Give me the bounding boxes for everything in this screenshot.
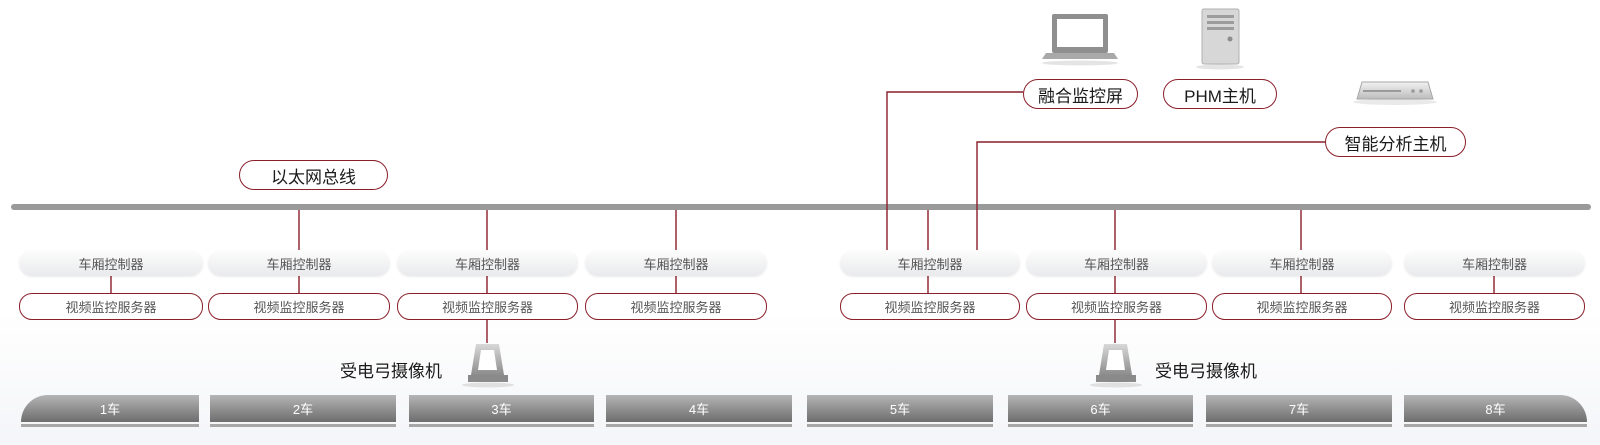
train-car: 5车 <box>807 395 993 427</box>
video-monitoring-server: 视频监控服务器 <box>19 293 203 320</box>
analysis-host-link <box>976 141 1325 250</box>
monitor-icon <box>1042 14 1118 66</box>
car-controller: 车厢控制器 <box>19 250 203 276</box>
train-car: 7车 <box>1206 395 1392 427</box>
fusion-screen-label: 融合监控屏 <box>1023 79 1138 109</box>
train-car: 8车 <box>1404 395 1587 427</box>
car-controller: 车厢控制器 <box>1212 250 1392 276</box>
car-controller: 车厢控制器 <box>840 250 1020 276</box>
train-car: 4车 <box>606 395 792 427</box>
pantograph-camera-icon <box>462 344 514 388</box>
video-monitoring-server: 视频监控服务器 <box>1026 293 1207 320</box>
train-car: 3车 <box>409 395 594 427</box>
video-monitoring-server: 视频监控服务器 <box>208 293 390 320</box>
phm-host-label: PHM主机 <box>1163 79 1277 109</box>
train-car: 6车 <box>1008 395 1193 427</box>
fusion-screen-link <box>886 91 1023 250</box>
pantograph-camera-icon <box>1090 344 1142 388</box>
video-monitoring-server: 视频监控服务器 <box>1212 293 1392 320</box>
video-monitoring-server: 视频监控服务器 <box>840 293 1020 320</box>
car-controller: 车厢控制器 <box>1026 250 1207 276</box>
video-monitoring-server: 视频监控服务器 <box>397 293 578 320</box>
pantograph-camera-label: 受电弓摄像机 <box>1155 362 1257 381</box>
video-monitoring-server: 视频监控服务器 <box>1404 293 1585 320</box>
analysis-host-label: 智能分析主机 <box>1325 127 1466 157</box>
bus-drop-lines <box>298 210 1302 250</box>
car-controller: 车厢控制器 <box>1404 250 1585 276</box>
rack-host-icon <box>1353 81 1437 105</box>
ethernet-bus-label: 以太网总线 <box>239 160 388 190</box>
pantograph-camera-label: 受电弓摄像机 <box>340 362 442 381</box>
video-monitoring-server: 视频监控服务器 <box>585 293 767 320</box>
car-controller: 车厢控制器 <box>208 250 390 276</box>
train-car: 2车 <box>210 395 396 427</box>
controller-video-links <box>110 276 1495 293</box>
server-tower-icon <box>1196 8 1244 70</box>
car-controller: 车厢控制器 <box>585 250 767 276</box>
train-car: 1车 <box>21 395 199 427</box>
car-controller: 车厢控制器 <box>397 250 578 276</box>
